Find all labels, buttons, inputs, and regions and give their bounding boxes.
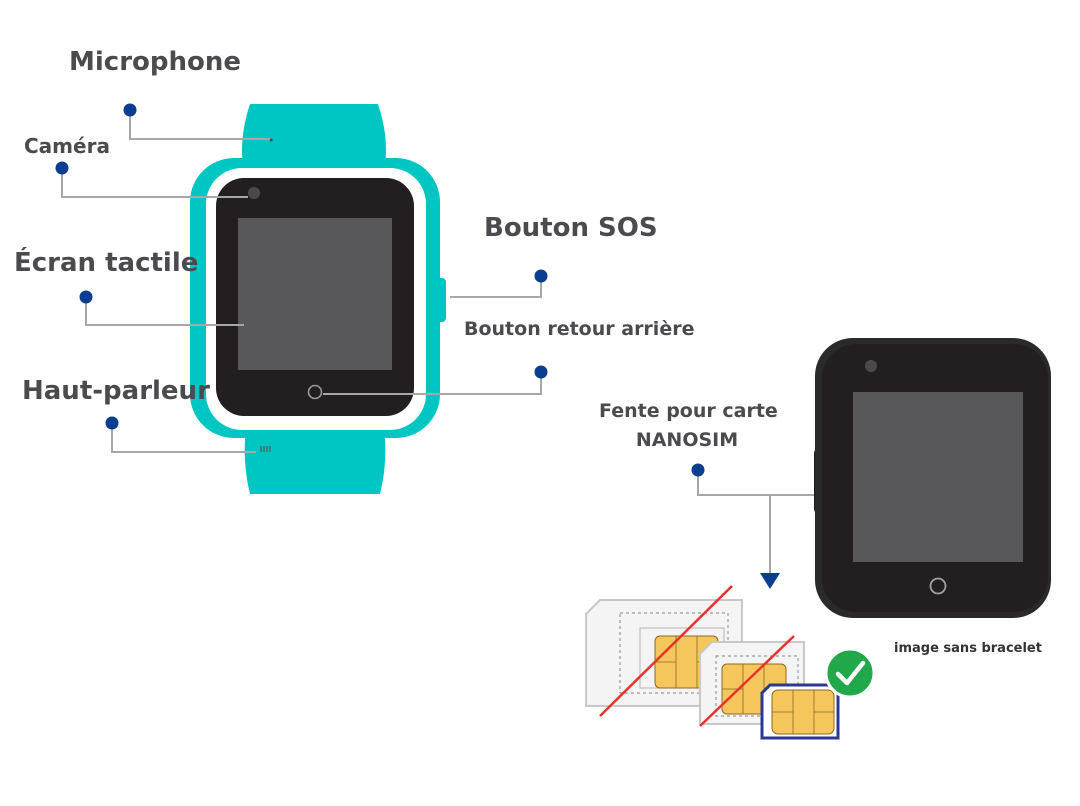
label-nanosim-line1: Fente pour carte: [599, 400, 778, 422]
sim-cards: [585, 585, 876, 740]
label-touchscreen: Écran tactile: [14, 248, 199, 278]
screen-2: [853, 392, 1023, 562]
strap-bottom: [244, 428, 386, 494]
speaker-grille: [260, 446, 271, 452]
leader-lines: [61, 110, 818, 574]
strap-top: [242, 104, 386, 172]
cross-out-standard: [599, 585, 733, 717]
marker-nanosim: [691, 463, 705, 477]
leader-sos: [450, 276, 542, 298]
marker-touchscreen: [79, 290, 93, 304]
marker-back: [534, 365, 548, 379]
camera-dot-icon-2: [865, 360, 877, 372]
leader-touchscreen: [85, 297, 244, 326]
microphone-hole: [269, 138, 273, 142]
leader-microphone: [129, 110, 270, 140]
check-icon: [824, 647, 876, 699]
marker-speaker: [105, 416, 119, 430]
sim-nano: [760, 683, 840, 740]
leader-nanosim: [697, 470, 818, 496]
watch-without-strap: [814, 338, 1051, 618]
marker-camera: [55, 161, 69, 175]
home-button-icon-2: [929, 577, 947, 595]
home-button-icon: [307, 384, 323, 400]
label-speaker: Haut-parleur: [22, 376, 210, 406]
leader-camera: [61, 168, 248, 198]
leader-speaker: [111, 423, 256, 453]
markers: [55, 103, 705, 477]
label-back-button: Bouton retour arrière: [464, 318, 695, 340]
caption-no-strap: image sans bracelet: [894, 641, 1042, 656]
label-microphone: Microphone: [69, 47, 242, 77]
label-sos-button: Bouton SOS: [484, 213, 658, 243]
camera-dot-icon: [248, 187, 260, 199]
screen: [238, 218, 392, 370]
watch-with-strap: [190, 104, 446, 494]
cross-out-micro: [699, 635, 795, 727]
label-camera: Caméra: [24, 134, 110, 158]
marker-sos: [534, 269, 548, 283]
marker-microphone: [123, 103, 137, 117]
leader-back: [323, 372, 542, 395]
arrow-down-icon: [760, 573, 780, 589]
label-nanosim-line2: NANOSIM: [635, 429, 739, 451]
